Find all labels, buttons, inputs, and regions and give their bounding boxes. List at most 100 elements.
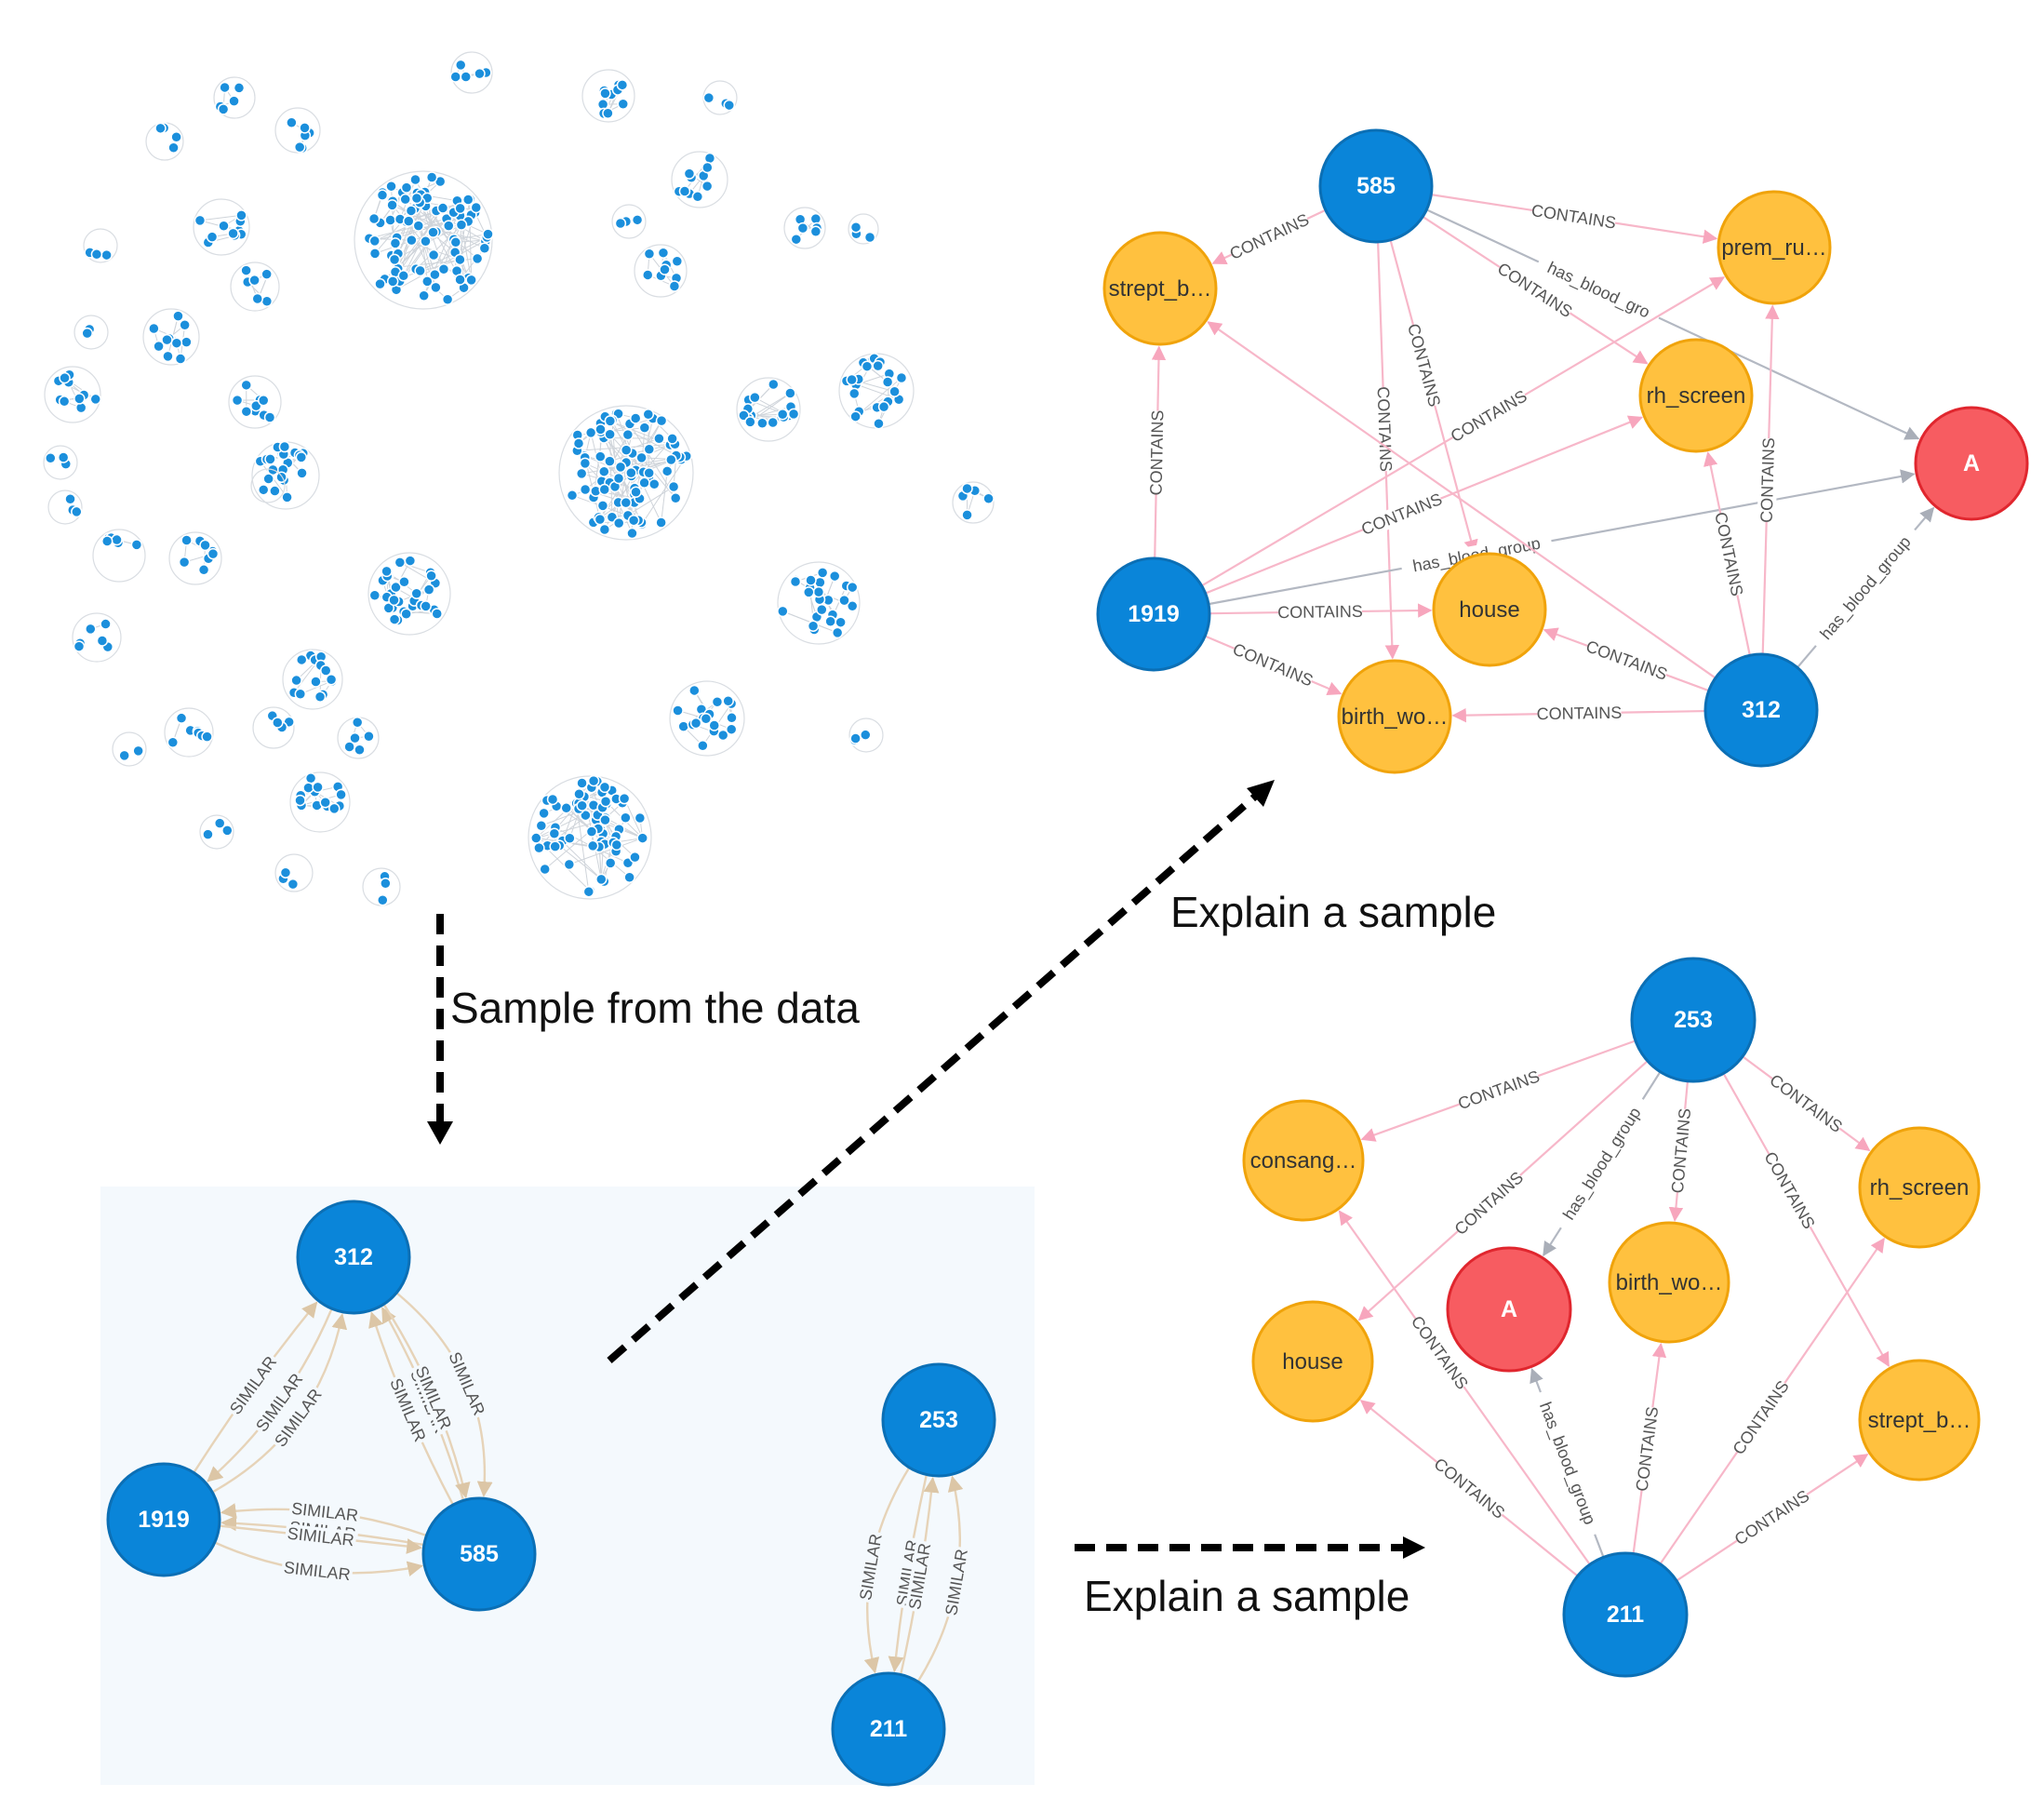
cluster-19-node — [657, 247, 670, 259]
cluster-2-node — [533, 841, 545, 854]
cluster-2 — [528, 774, 652, 900]
explain-arrow-diagonal-head — [1247, 780, 1275, 807]
edge-253-strept-label: CONTAINS — [1760, 1148, 1819, 1232]
cluster-33-node — [272, 717, 284, 729]
cluster-18-node — [701, 161, 714, 174]
cluster-2-node — [587, 774, 600, 787]
cluster-2-node — [629, 851, 641, 864]
node-rh-label: rh_screen — [1647, 383, 1746, 409]
cluster-8-node — [849, 410, 862, 422]
cluster-1-node — [661, 465, 674, 477]
cluster-2-node — [563, 858, 576, 871]
cluster-2-node — [546, 793, 559, 806]
cluster-40 — [848, 213, 879, 245]
cluster-15-node — [312, 781, 324, 794]
cluster-43 — [250, 468, 286, 503]
caption-explain-top: Explain a sample — [1170, 888, 1496, 936]
cluster-1-node — [614, 461, 627, 474]
node-strept-2: strept_b… — [1858, 1359, 1981, 1482]
cluster-21-node — [100, 535, 114, 547]
edge-1919-prem-label: CONTAINS — [1448, 386, 1530, 446]
cluster-19-node — [659, 263, 671, 275]
cluster-2-node — [620, 811, 632, 824]
cluster-17-node — [617, 98, 630, 111]
cluster-0-node — [409, 173, 421, 186]
cluster-12-node — [240, 379, 252, 392]
cluster-37-node — [380, 878, 392, 890]
cluster-6-node — [828, 570, 841, 583]
cluster-26-node — [796, 221, 809, 235]
node-211-circle — [1562, 1551, 1689, 1678]
cluster-15-node — [328, 802, 341, 815]
cluster-20 — [72, 612, 122, 663]
cluster-2-node — [576, 777, 588, 789]
cluster-14-node — [310, 676, 322, 688]
cluster-7-node — [722, 694, 734, 707]
cluster-0-node — [465, 274, 477, 287]
edge-585-prem-label: CONTAINS — [1530, 201, 1618, 233]
cluster-12 — [228, 375, 282, 429]
cluster-9-node — [235, 209, 247, 221]
node-house-2-label: house — [1282, 1349, 1343, 1375]
cluster-1-node — [594, 513, 607, 526]
node-211-sim-label: 211 — [870, 1716, 907, 1742]
cluster-1-node — [604, 415, 617, 427]
cluster-10-node — [180, 336, 193, 348]
cluster-15-node — [335, 788, 347, 801]
cluster-22-node — [261, 268, 273, 280]
cluster-2-node — [610, 838, 623, 852]
node-585-sim-circle — [421, 1496, 537, 1612]
cluster-5-node — [776, 408, 789, 421]
node-strept: strept_b… — [1102, 231, 1218, 346]
cluster-0-node — [470, 201, 483, 214]
cluster-1-node — [604, 428, 616, 440]
cluster-25-node — [219, 81, 231, 94]
cluster-20-node — [73, 640, 86, 652]
node-birth-2-label: birth_wo… — [1616, 1270, 1723, 1295]
cluster-13-node — [207, 547, 220, 560]
cluster-4-node — [281, 491, 293, 503]
cluster-12-node — [231, 394, 244, 407]
cluster-9-node — [206, 231, 219, 243]
cluster-3-node — [422, 583, 435, 596]
node-blood-a: A — [1914, 406, 2029, 521]
node-consang-label: consang… — [1250, 1148, 1357, 1173]
cluster-39 — [702, 80, 738, 115]
cluster-41 — [848, 717, 884, 753]
cluster-19-node — [668, 280, 681, 292]
cluster-9-node — [227, 227, 239, 240]
cluster-26-node — [809, 225, 822, 238]
cluster-30 — [73, 315, 109, 350]
cluster-0 — [354, 170, 494, 310]
edge-312-A: has_blood_group — [1797, 506, 1935, 669]
cluster-36-node — [118, 749, 130, 762]
cluster-0-node — [461, 194, 474, 206]
edge-253-rh: CONTAINS — [1742, 1055, 1871, 1152]
cluster-6-node — [789, 575, 802, 588]
cluster-15 — [289, 771, 351, 833]
node-253-sim-circle — [881, 1362, 996, 1478]
node-rh: rh_screen — [1638, 338, 1754, 453]
node-consang-circle — [1242, 1099, 1365, 1222]
cluster-0-node — [418, 289, 430, 302]
edge-585-house-label: CONTAINS — [1404, 322, 1444, 409]
cluster-25-node — [233, 82, 246, 94]
cluster-10-node — [172, 310, 184, 322]
node-211: 211 — [1562, 1551, 1689, 1678]
cluster-20-node — [96, 635, 109, 647]
cluster-7-node — [689, 717, 702, 730]
cluster-8-node — [861, 360, 874, 372]
cluster-26 — [783, 207, 826, 249]
node-house-2: house — [1251, 1300, 1374, 1423]
cluster-1-node — [665, 453, 677, 466]
cluster-28 — [145, 122, 184, 161]
node-blood-a-label: A — [1963, 450, 1980, 476]
node-house: house — [1432, 552, 1547, 667]
cluster-6-node — [812, 585, 825, 598]
explain-arrow-horizontal-head — [1403, 1536, 1425, 1559]
cluster-1-node — [598, 523, 611, 536]
cluster-2-node — [564, 832, 576, 845]
cluster-3-node — [390, 581, 402, 594]
node-rh-2: rh_screen — [1858, 1126, 1981, 1249]
cluster-10-node — [170, 337, 183, 349]
